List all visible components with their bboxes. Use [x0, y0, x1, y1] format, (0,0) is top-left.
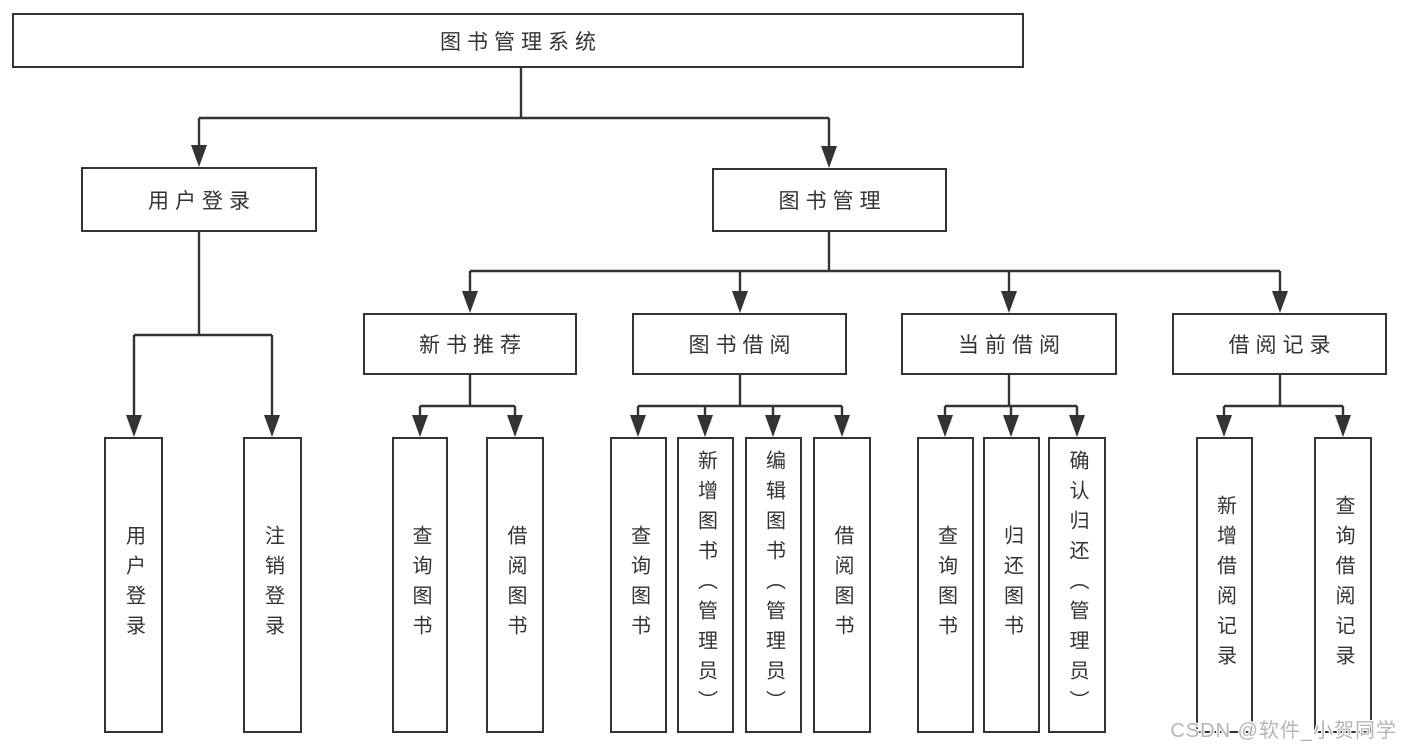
leaf-label: 新增图书（管理员）: [694, 450, 717, 720]
node-book-management: 图书管理: [712, 168, 947, 232]
leaf-search-books-borrowing: 查询图书: [610, 437, 667, 733]
node-label: 用户登录: [148, 189, 256, 213]
leaf-borrow-books-borrowing: 借阅图书: [813, 437, 871, 733]
leaf-confirm-return-admin: 确认归还（管理员）: [1048, 437, 1106, 733]
node-label: 新书推荐: [419, 334, 527, 357]
node-label: 图书借阅: [688, 334, 797, 357]
leaf-return-books: 归还图书: [983, 437, 1040, 733]
node-library-management-system: 图书管理系统: [12, 13, 1024, 68]
csdn-watermark: CSDN @软件_小贺同学: [1170, 720, 1397, 742]
leaf-label: 注销登录: [261, 525, 284, 645]
node-new-book-recommend: 新书推荐: [363, 313, 577, 375]
leaf-borrow-books-recommend: 借阅图书: [486, 437, 544, 733]
leaf-add-borrow-record: 新增借阅记录: [1196, 437, 1253, 733]
leaf-search-borrow-record: 查询借阅记录: [1314, 437, 1372, 733]
leaf-label: 查询图书: [627, 525, 650, 645]
node-label: 当前借阅: [958, 334, 1066, 357]
leaf-label: 新增借阅记录: [1213, 495, 1236, 675]
leaf-label: 确认归还（管理员）: [1066, 450, 1088, 720]
leaf-label: 查询图书: [934, 525, 957, 645]
node-book-borrowing: 图书借阅: [632, 313, 847, 375]
leaf-label: 借阅图书: [831, 525, 853, 645]
leaf-label: 用户登录: [122, 525, 145, 645]
node-user-login: 用户登录: [81, 167, 317, 232]
leaf-logout: 注销登录: [243, 437, 302, 733]
leaf-search-books-current: 查询图书: [917, 437, 974, 733]
arrowheads: [126, 145, 1351, 437]
leaf-label: 查询图书: [409, 525, 431, 645]
leaf-label: 归还图书: [1000, 525, 1023, 645]
node-borrowing-records: 借阅记录: [1172, 313, 1387, 375]
leaf-label: 编辑图书（管理员）: [762, 450, 785, 720]
node-label: 图书管理系统: [440, 30, 602, 54]
leaf-label: 查询借阅记录: [1332, 495, 1354, 675]
leaf-add-books-admin: 新增图书（管理员）: [677, 437, 734, 733]
leaf-edit-books-admin: 编辑图书（管理员）: [745, 437, 802, 733]
leaf-label: 借阅图书: [504, 525, 526, 645]
leaf-search-books-recommend: 查询图书: [392, 437, 448, 733]
leaf-user-login: 用户登录: [104, 437, 163, 733]
node-current-borrowing: 当前借阅: [901, 313, 1117, 375]
node-label: 借阅记录: [1228, 334, 1337, 357]
node-label: 图书管理: [778, 190, 887, 213]
